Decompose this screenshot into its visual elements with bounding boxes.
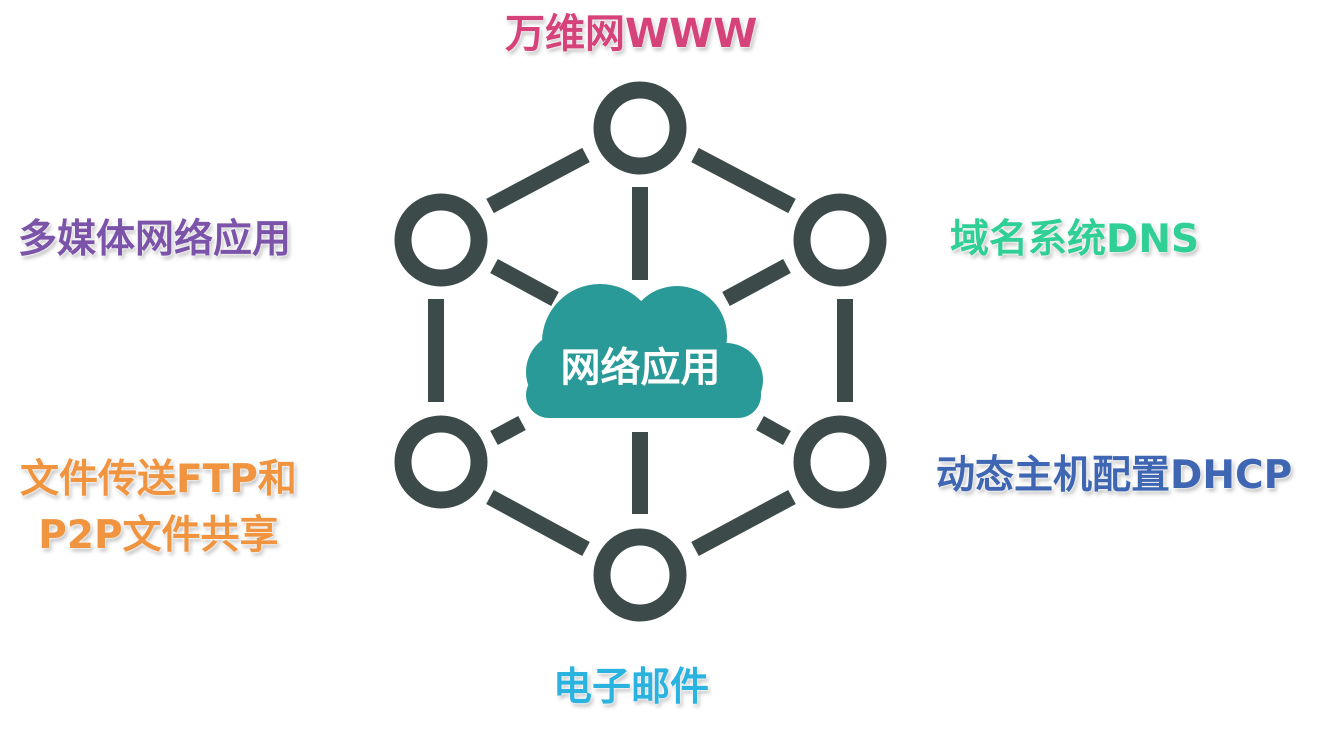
label-dhcp: 动态主机配置DHCP [936,453,1293,498]
label-ftp-p2p: 文件传送FTP和 P2P文件共享 [20,452,297,564]
label-dns: 域名系统DNS [950,217,1200,262]
edge-top-upperleft [486,147,590,214]
center-label: 网络应用 [560,345,721,391]
edge-lowerright-bottom [691,489,796,557]
label-email: 电子邮件 [553,665,710,710]
label-ftp-line1: 文件传送FTP和 [20,457,297,502]
label-multimedia: 多媒体网络应用 [18,217,292,262]
node-upper-right [793,193,887,287]
edge-top-upperright [691,147,796,214]
label-www: 万维网WWW [505,11,758,57]
node-lower-left [394,415,488,509]
node-lower-right [793,415,887,509]
spoke-upperright [722,258,791,307]
edge-lowerleft-bottom [486,489,590,557]
nodes [394,81,887,622]
node-top [593,81,687,175]
label-ftp-line2: P2P文件共享 [38,513,279,558]
spoke-lowerleft [490,415,526,446]
spoke-lowerright [756,416,791,445]
connector-lines [428,147,853,557]
spoke-upperleft [490,258,559,307]
cloud-icon [526,284,763,418]
node-upper-left [394,193,488,287]
node-bottom [593,528,687,622]
